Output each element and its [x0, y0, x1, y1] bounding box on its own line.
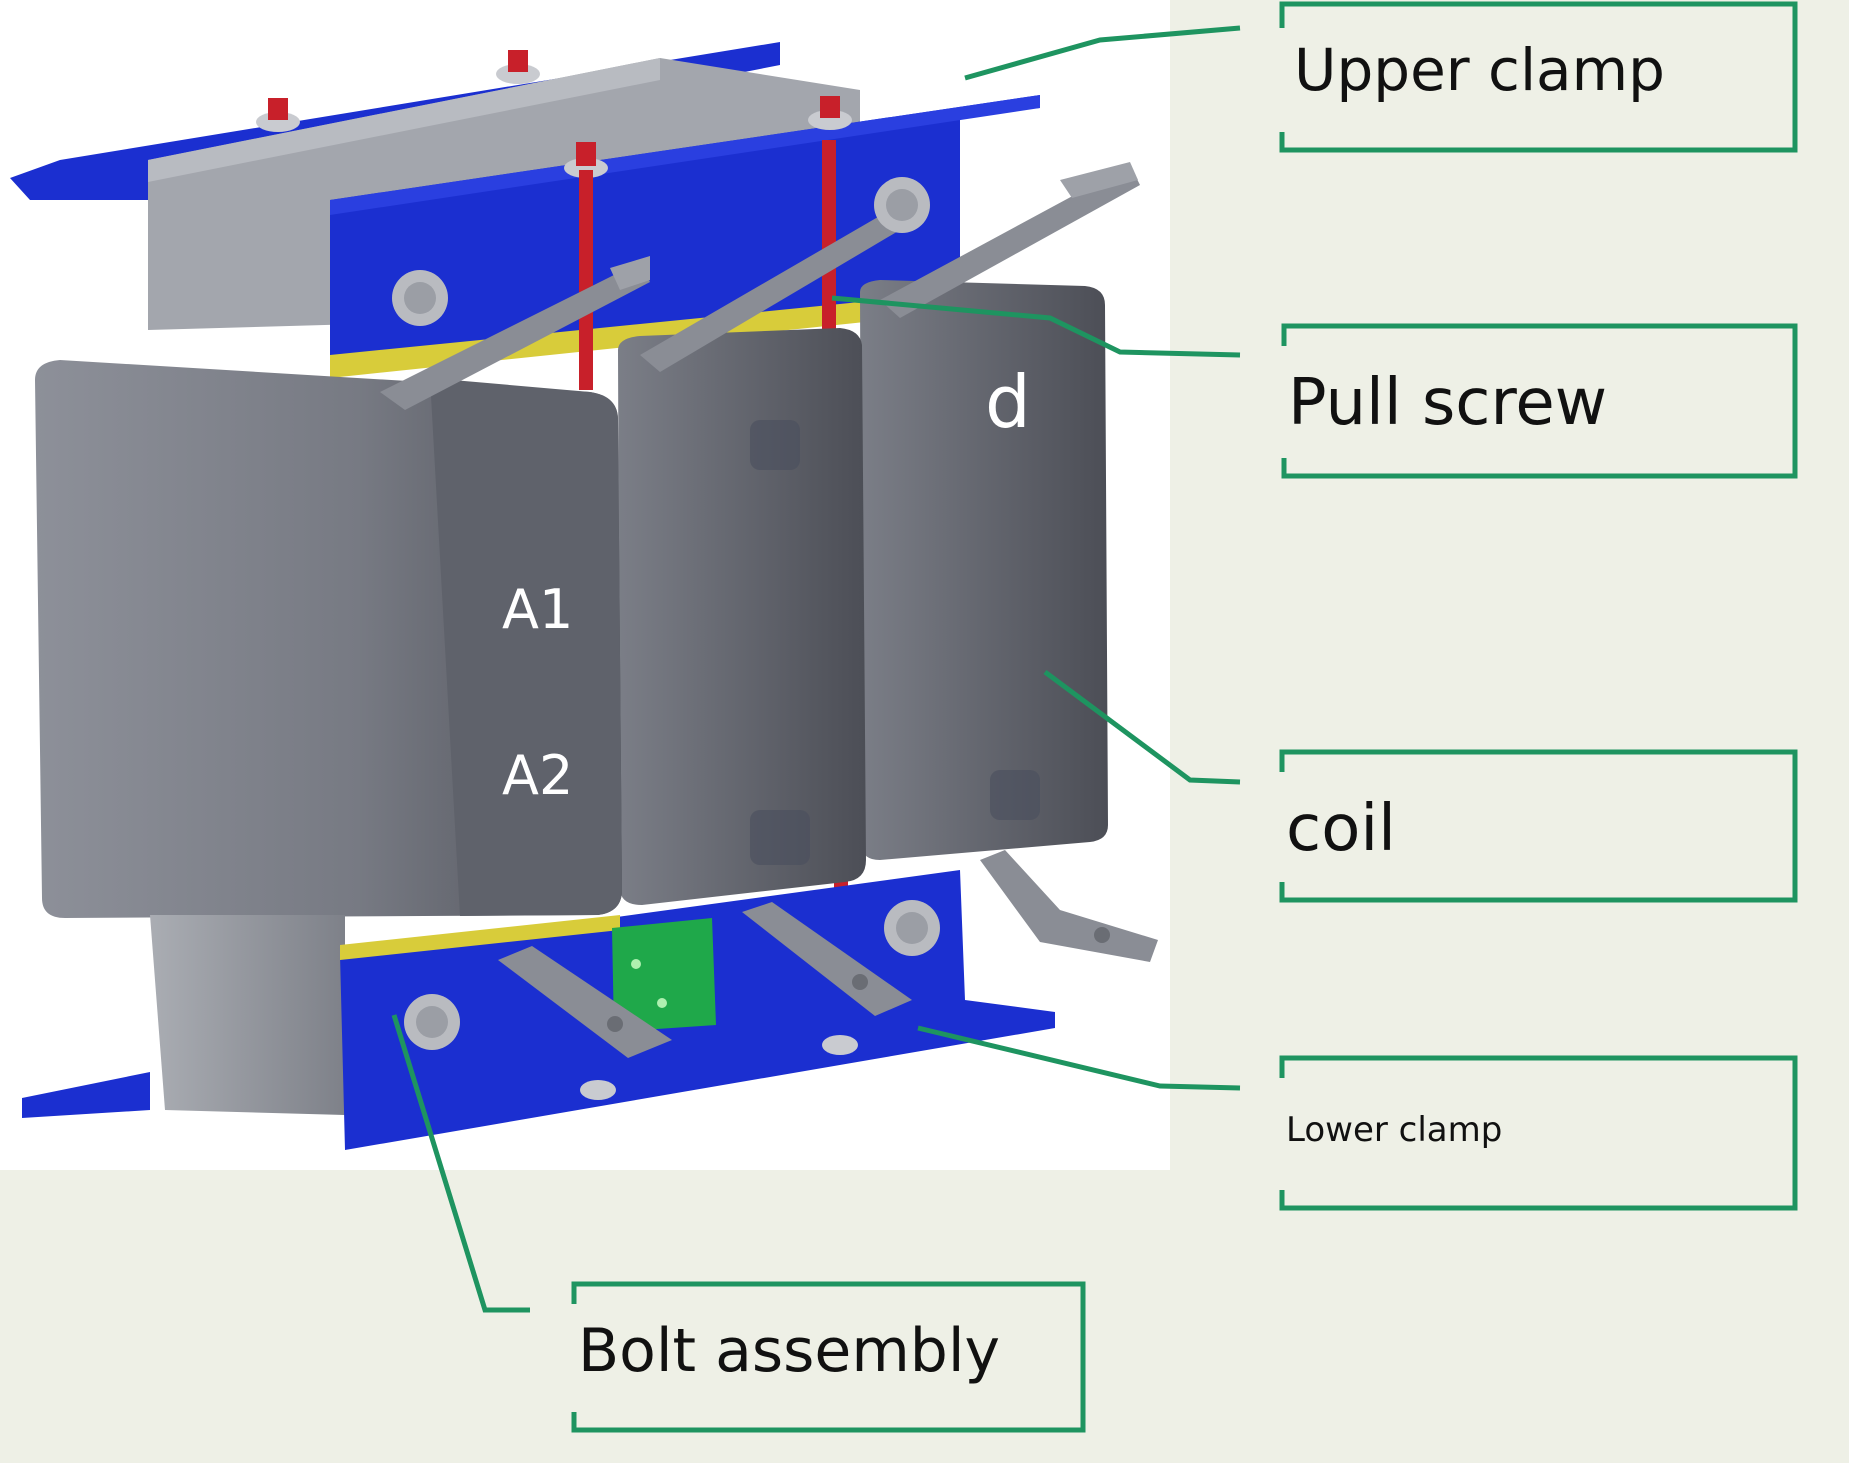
- coil-middle: [618, 328, 866, 905]
- coil-marking-a1: A1: [502, 578, 574, 641]
- label-bolt-assembly: Bolt assembly: [578, 1316, 1001, 1386]
- top-nuts: [256, 50, 852, 178]
- leader-lower-clamp: [917, 1025, 1241, 1091]
- label-lower-clamp: Lower clamp: [1286, 1110, 1503, 1150]
- coil-right: [860, 280, 1108, 860]
- box-bolt-assembly: [571, 1281, 1086, 1433]
- box-lower-clamp: [1279, 1055, 1798, 1211]
- leader-bolt-assembly: [391, 1014, 530, 1313]
- coil-marking-a2: A2: [502, 744, 574, 807]
- lower-bolts: [404, 900, 940, 1100]
- leader-pull-screw: [831, 295, 1241, 358]
- box-coil: [1279, 749, 1798, 903]
- callout-boxes: [571, 1, 1798, 1433]
- coil-left: [35, 360, 622, 918]
- upper-bolts: [392, 177, 930, 326]
- leader-lines: [391, 25, 1241, 1313]
- box-pull-screw: [1281, 323, 1798, 479]
- leader-upper-clamp: [964, 25, 1241, 81]
- label-pull-screw: Pull screw: [1288, 366, 1608, 440]
- upper-terminals: [380, 162, 1140, 410]
- label-upper-clamp: Upper clamp: [1294, 36, 1665, 104]
- lower-terminals: [498, 850, 1158, 1058]
- box-upper-clamp: [1279, 1, 1798, 153]
- leader-coil: [1043, 669, 1241, 785]
- coil-marking-d: d: [985, 360, 1031, 444]
- lower-clamp: [22, 870, 1055, 1150]
- label-coil: coil: [1286, 792, 1396, 866]
- core-leg: [150, 915, 345, 1115]
